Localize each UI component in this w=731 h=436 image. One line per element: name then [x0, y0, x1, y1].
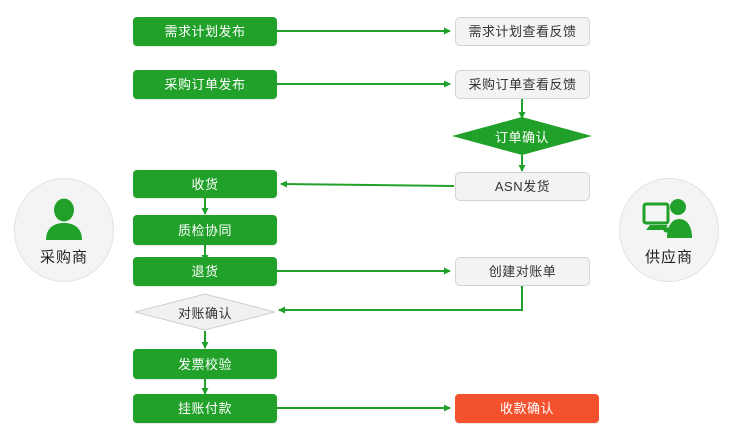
node-label: 需求计划查看反馈 — [468, 24, 577, 39]
edge-asn-to-receipt — [280, 180, 455, 188]
node-label: 对账确认 — [177, 305, 232, 321]
node-label: 采购订单发布 — [164, 77, 246, 92]
node-label: 挂账付款 — [177, 401, 232, 416]
node-demand-plan-feedback[interactable]: 需求计划查看反馈 — [455, 17, 590, 46]
role-buyer-label: 采购商 — [39, 248, 88, 266]
role-buyer[interactable]: 采购商 — [14, 178, 114, 282]
node-label: 收货 — [191, 176, 219, 192]
role-supplier-label: 供应商 — [644, 248, 693, 266]
node-label: 创建对账单 — [488, 264, 557, 279]
node-order-confirm[interactable]: 订单确认 — [452, 117, 592, 155]
node-purchase-order-publish[interactable]: 采购订单发布 — [133, 70, 277, 99]
node-label: 发票校验 — [177, 356, 232, 372]
person-at-computer-icon — [642, 194, 696, 240]
node-purchase-order-feedback[interactable]: 采购订单查看反馈 — [455, 70, 590, 99]
edge-statement-to-reconcile — [278, 286, 523, 314]
node-label: 收款确认 — [499, 401, 554, 416]
node-label: 订单确认 — [494, 129, 549, 145]
node-quality-collab[interactable]: 质检协同 — [133, 215, 277, 245]
node-create-statement[interactable]: 创建对账单 — [455, 257, 590, 286]
node-pending-payment[interactable]: 挂账付款 — [133, 394, 277, 423]
node-label: ASN发货 — [494, 179, 551, 194]
node-label: 采购订单查看反馈 — [468, 77, 577, 92]
node-reconcile-confirm[interactable]: 对账确认 — [134, 293, 276, 331]
node-label: 退货 — [191, 264, 219, 279]
node-demand-plan-publish[interactable]: 需求计划发布 — [133, 17, 277, 46]
node-invoice-verify[interactable]: 发票校验 — [133, 349, 277, 379]
person-icon — [37, 194, 91, 240]
node-asn-shipment[interactable]: ASN发货 — [455, 172, 590, 201]
node-label: 质检协同 — [177, 222, 232, 238]
role-supplier[interactable]: 供应商 — [619, 178, 719, 282]
node-receipt-confirm[interactable]: 收款确认 — [455, 394, 599, 423]
node-goods-receipt[interactable]: 收货 — [133, 170, 277, 198]
node-label: 需求计划发布 — [164, 24, 246, 39]
node-return-goods[interactable]: 退货 — [133, 257, 277, 286]
